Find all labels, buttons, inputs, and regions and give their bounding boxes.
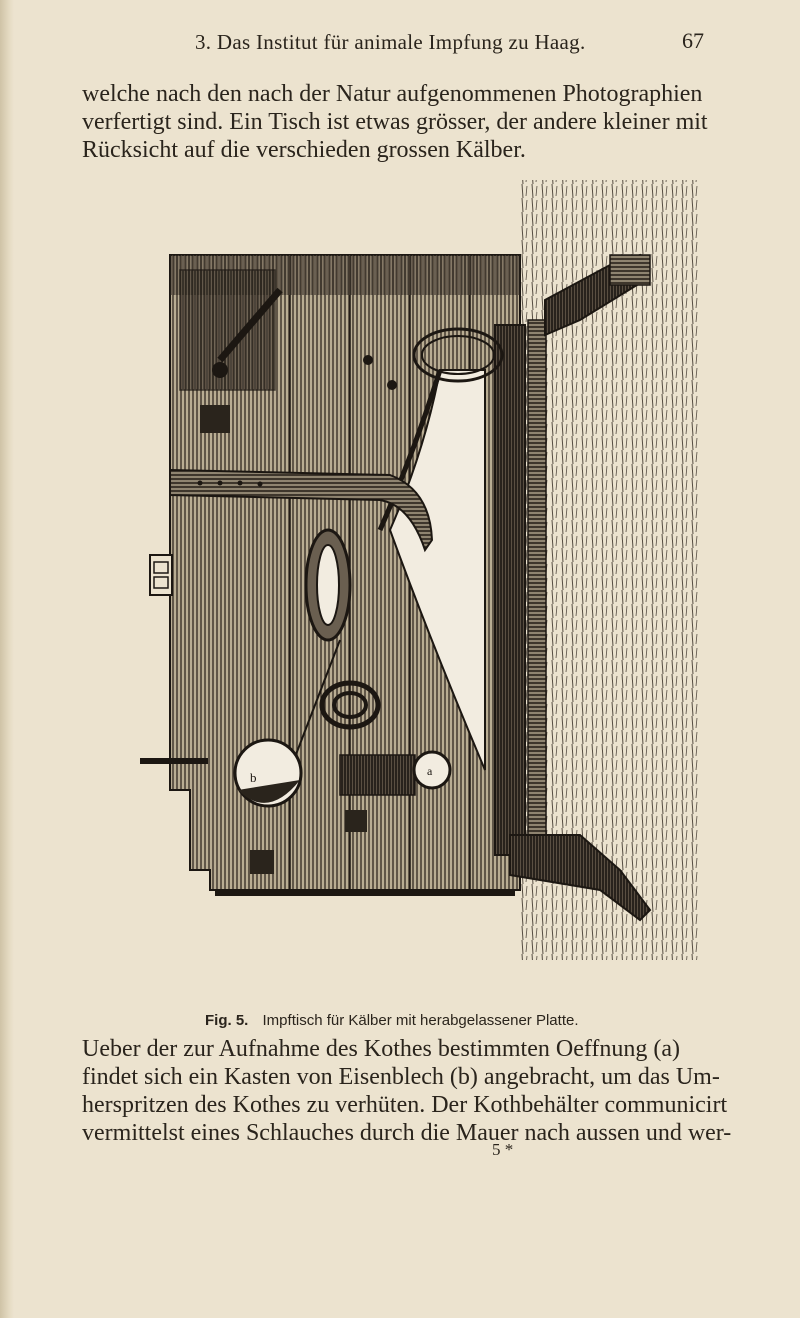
paragraph-bottom: Ueber der zur Aufnahme des Kothes bestim… bbox=[82, 1035, 732, 1147]
text-line: findet sich ein Kasten von Eisenblech (b… bbox=[82, 1064, 720, 1090]
text-line: herspritzen des Kothes zu verhüten. Der … bbox=[82, 1092, 728, 1118]
table-opening bbox=[377, 369, 486, 771]
leather-strap bbox=[169, 468, 434, 553]
vaccination-table-engraving: b a bbox=[140, 180, 700, 960]
iron-box-b: b bbox=[233, 738, 303, 808]
text-line: welche nach den nach der Natur aufgenomm… bbox=[82, 81, 703, 107]
paragraph-top: welche nach den nach der Natur aufgenomm… bbox=[82, 80, 722, 164]
callout-a: a bbox=[427, 764, 433, 778]
coiled-strap-upper bbox=[412, 327, 504, 383]
page-number: 67 bbox=[682, 28, 704, 53]
running-head-title: 3. Das Institut für animale Impfung zu H… bbox=[195, 30, 586, 54]
figure-caption-text: Impftisch für Kälber mit herabgelassener… bbox=[262, 1012, 579, 1029]
lowered-plate bbox=[494, 319, 547, 861]
figure-caption: Fig. 5. Impftisch für Kälber mit herabge… bbox=[205, 1012, 705, 1029]
wall-bracket-top bbox=[544, 253, 651, 337]
signature-mark: 5 * bbox=[492, 1140, 514, 1159]
coiled-hose bbox=[289, 639, 381, 771]
support-rod bbox=[140, 758, 208, 764]
table-legs bbox=[215, 890, 515, 896]
clamp-hardware-lower: a bbox=[250, 750, 452, 874]
bolts bbox=[363, 355, 397, 390]
figure-vaccination-table: b a bbox=[140, 170, 720, 990]
callout-b: b bbox=[250, 770, 257, 785]
page-binding-edge bbox=[0, 0, 14, 1318]
oval-opening-a bbox=[304, 528, 352, 642]
side-handle bbox=[149, 554, 173, 596]
text-line: verfertigt sind. Ein Tisch ist etwas grö… bbox=[82, 109, 708, 135]
clamp-hardware-upper bbox=[179, 269, 283, 433]
text-line: Ueber der zur Aufnahme des Kothes bestim… bbox=[82, 1036, 681, 1062]
running-head: 3. Das Institut für animale Impfung zu H… bbox=[195, 28, 715, 58]
text-line: Rücksicht auf die verschieden grossen Kä… bbox=[82, 137, 526, 163]
wall-bracket-bottom bbox=[509, 834, 652, 922]
figure-label: Fig. 5. bbox=[205, 1012, 249, 1029]
text-line: vermittelst eines Schlauches durch die M… bbox=[82, 1120, 732, 1146]
